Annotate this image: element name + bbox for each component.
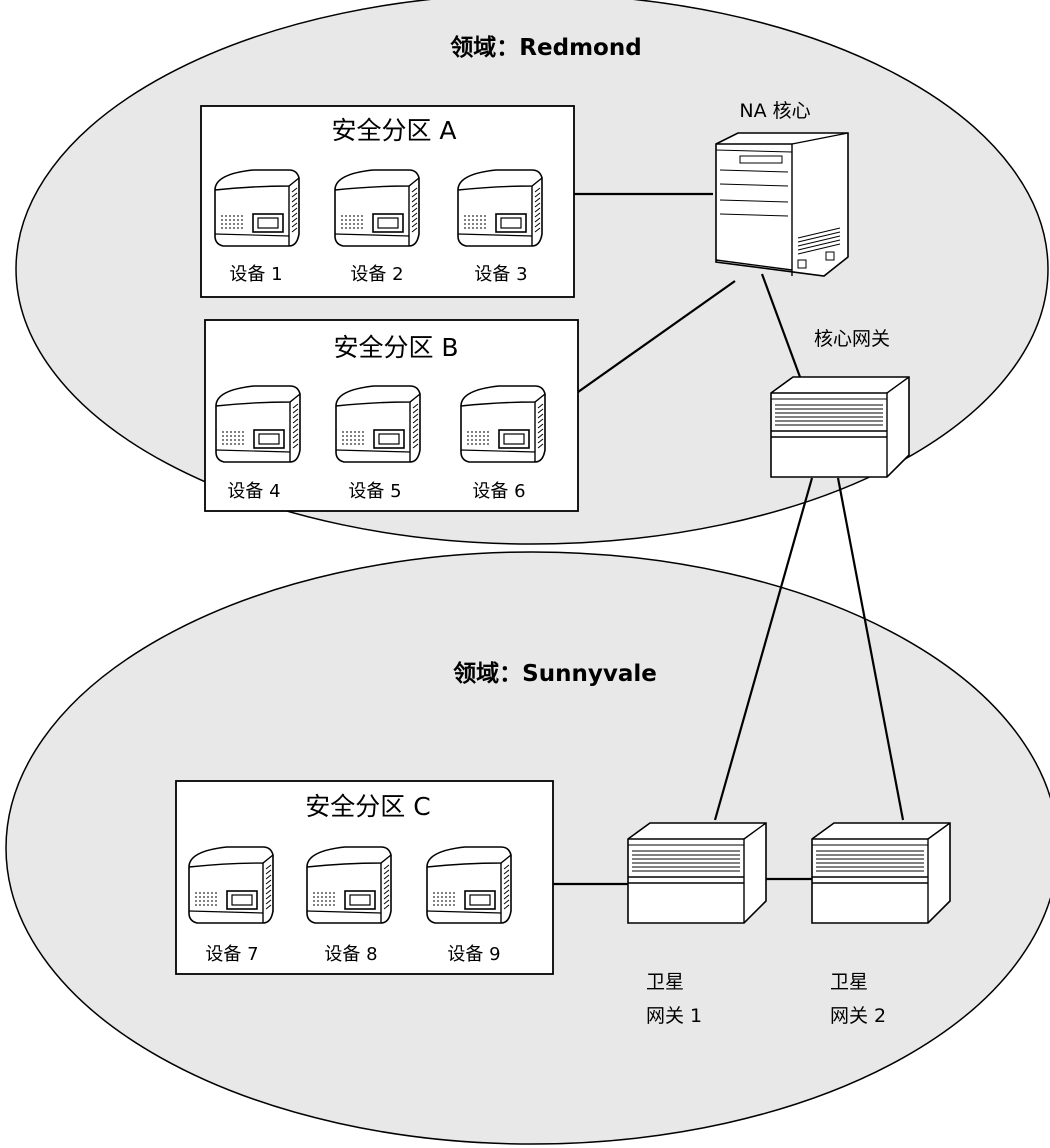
link-core-gateway-sat-gateway-1 [713, 477, 814, 821]
device-4-icon [215, 385, 301, 463]
realm-sunnyvale-title: 领域：Sunnyvale [453, 660, 657, 687]
core-gateway-icon [770, 376, 910, 478]
device-8-icon [306, 846, 392, 924]
device-2-icon [334, 169, 420, 247]
device-1-icon [214, 169, 300, 247]
zone-a: 安全分区 A 设备 1 设备 2 设备 3 [200, 105, 575, 298]
zone-b-title: 安全分区 B [333, 333, 458, 362]
satellite-gateway-1-icon [627, 822, 767, 924]
na-core-label: NA 核心 [739, 100, 810, 122]
na-core-server-icon [715, 132, 849, 277]
link-device6-na-core [553, 280, 736, 410]
satellite-gateway-2-icon [811, 822, 951, 924]
device-3-label: 设备 3 [474, 264, 527, 285]
device-9-label: 设备 9 [447, 944, 500, 965]
satellite-gateway-2-label-line1: 卫星 [830, 971, 868, 993]
link-na-core-core-gateway [760, 273, 802, 378]
device-7-label: 设备 7 [205, 944, 258, 965]
link-core-gateway-sat-gateway-2 [836, 477, 905, 821]
realm-redmond-title: 领域：Redmond [450, 34, 641, 61]
device-1-label: 设备 1 [229, 264, 282, 285]
device-8-label: 设备 8 [324, 944, 377, 965]
device-4-label: 设备 4 [227, 481, 280, 502]
satellite-gateway-2-label-line2: 网关 2 [830, 1005, 886, 1027]
device-6-label: 设备 6 [472, 481, 525, 502]
device-7-icon [188, 846, 274, 924]
device-3-icon [457, 169, 543, 247]
zone-a-title: 安全分区 A [331, 116, 456, 145]
satellite-gateway-1-label-line2: 网关 1 [646, 1005, 702, 1027]
satellite-gateway-1-label-line1: 卫星 [646, 971, 684, 993]
zone-c-title: 安全分区 C [305, 792, 430, 821]
device-9-icon [426, 846, 512, 924]
device-5-icon [335, 385, 421, 463]
core-gateway-label: 核心网关 [814, 328, 890, 350]
device-5-label: 设备 5 [348, 481, 401, 502]
device-6-icon [460, 385, 546, 463]
device-2-label: 设备 2 [350, 264, 403, 285]
zone-c: 安全分区 C 设备 7 设备 8 设备 9 [175, 780, 554, 975]
zone-b: 安全分区 B 设备 4 设备 5 设备 6 [204, 319, 579, 512]
